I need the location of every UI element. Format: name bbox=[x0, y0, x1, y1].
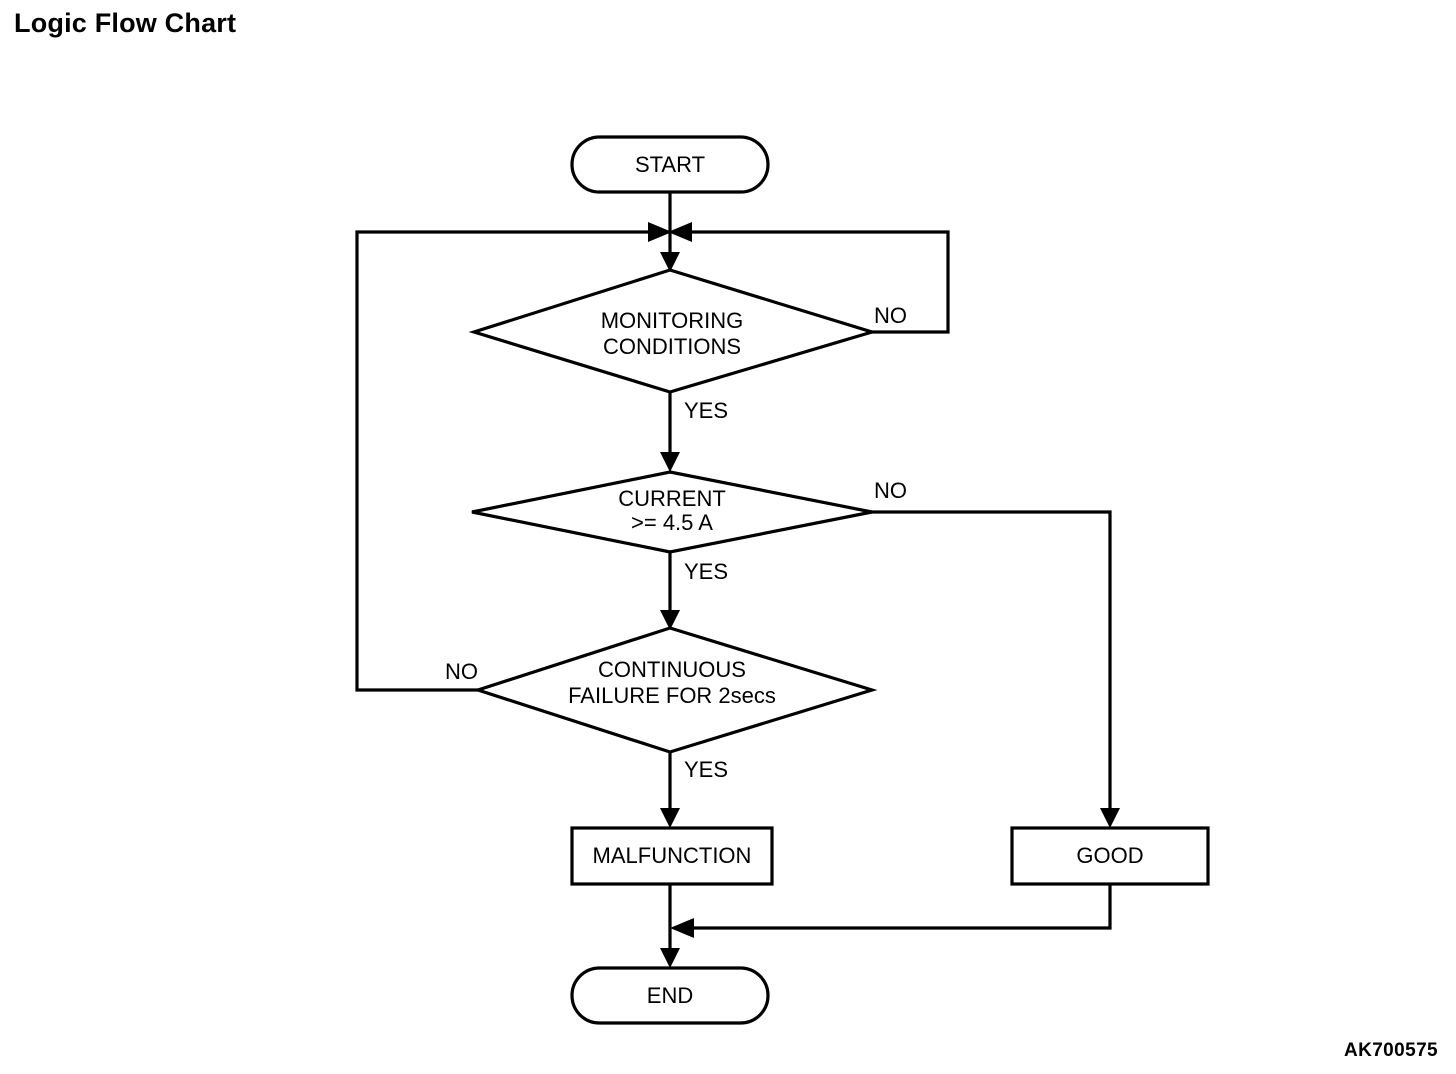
node-good[interactable]: GOOD bbox=[1010, 826, 1210, 886]
edge-monitoring-no-loop bbox=[668, 222, 950, 334]
edge-label-monitoring-yes: YES bbox=[684, 398, 728, 423]
node-current-label-line1: CURRENT bbox=[618, 486, 726, 511]
edge-start-to-monitoring bbox=[660, 192, 680, 272]
edge-continuous-yes bbox=[660, 752, 680, 828]
node-current-label-line2: >= 4.5 A bbox=[631, 510, 713, 535]
node-continuous-failure[interactable]: CONTINUOUS FAILURE FOR 2secs bbox=[472, 626, 878, 754]
node-continuous-label-line2: FAILURE FOR 2secs bbox=[568, 683, 776, 708]
node-current-threshold[interactable]: CURRENT >= 4.5 A bbox=[471, 470, 873, 554]
node-monitoring-label-line2: CONDITIONS bbox=[603, 334, 741, 359]
node-malfunction[interactable]: MALFUNCTION bbox=[570, 826, 774, 886]
edge-current-no bbox=[872, 510, 1120, 828]
edge-monitoring-yes bbox=[660, 392, 680, 472]
node-good-label: GOOD bbox=[1076, 843, 1143, 868]
page-title: Logic Flow Chart bbox=[14, 8, 237, 38]
edge-continuous-no-loop bbox=[355, 222, 672, 692]
edge-label-continuous-yes: YES bbox=[684, 757, 728, 782]
node-end[interactable]: END bbox=[570, 966, 770, 1025]
edge-malfunction-to-end bbox=[660, 884, 680, 968]
node-continuous-label-line1: CONTINUOUS bbox=[598, 657, 746, 682]
node-start-label: START bbox=[635, 152, 705, 177]
node-start[interactable]: START bbox=[570, 135, 770, 194]
node-monitoring-label-line1: MONITORING bbox=[601, 308, 744, 333]
edge-label-current-yes: YES bbox=[684, 559, 728, 584]
node-malfunction-label: MALFUNCTION bbox=[593, 843, 752, 868]
edge-good-to-end bbox=[670, 884, 1112, 938]
figure-code: AK700575 bbox=[1343, 1040, 1438, 1061]
edge-label-monitoring-no: NO bbox=[874, 303, 907, 328]
edge-current-yes bbox=[660, 552, 680, 630]
node-monitoring-conditions[interactable]: MONITORING CONDITIONS bbox=[468, 268, 878, 394]
node-end-label: END bbox=[647, 983, 693, 1008]
edge-label-current-no: NO bbox=[874, 478, 907, 503]
edge-label-continuous-no: NO bbox=[445, 659, 478, 684]
